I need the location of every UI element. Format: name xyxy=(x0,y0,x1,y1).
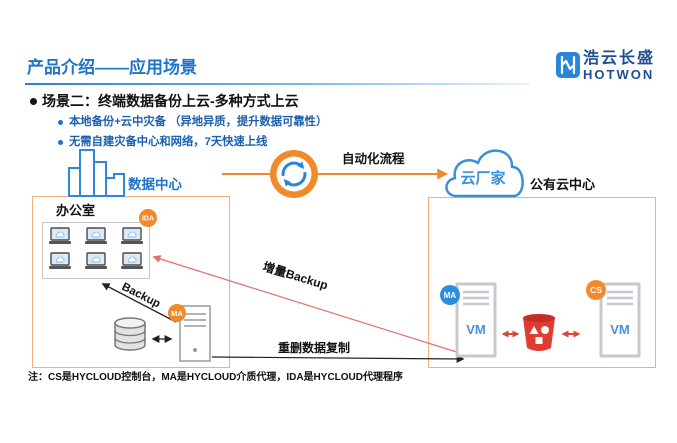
bullet-dot xyxy=(58,140,63,145)
public-cloud-label: 公有云中心 xyxy=(530,177,596,192)
office-ma-badge: MA xyxy=(168,304,186,322)
scenario-point: 无需自建灾备中心和网络，7天快速上线 xyxy=(69,136,268,148)
automation-flow-label: 自动化流程 xyxy=(342,152,405,166)
logo-name-cn: 浩云长盛 xyxy=(583,50,656,67)
office-box xyxy=(32,196,230,368)
title-divider xyxy=(25,83,530,85)
incremental-backup-label: 增量Backup xyxy=(261,259,330,293)
public-cloud-box xyxy=(428,197,656,368)
computer-icon xyxy=(120,252,144,270)
logo-name-en: HOTWON xyxy=(583,67,655,82)
cloud-icon: 云厂家 xyxy=(445,149,524,198)
building-icon xyxy=(68,149,125,197)
computer-icon xyxy=(48,252,72,270)
vm-left-label: VM xyxy=(466,322,486,337)
scenario-point: 本地备份+云中灾备 （异地异质，提升数据可靠性） xyxy=(69,116,328,128)
computer-icon xyxy=(84,227,108,245)
computer-icon xyxy=(84,252,108,270)
cs-badge-label: CS xyxy=(590,285,602,295)
cloud-vendor-label: 云厂家 xyxy=(460,169,505,187)
vm-server-icon: VM xyxy=(599,282,641,358)
backup-arrow xyxy=(101,283,177,323)
bucket-icon xyxy=(523,314,555,351)
sync-icon xyxy=(270,150,318,198)
office-label: 办公室 xyxy=(56,203,96,218)
bullet-dot xyxy=(30,98,37,105)
ida-badge: IDA xyxy=(139,209,157,227)
hotwon-logo-icon xyxy=(556,52,580,78)
computer-icon xyxy=(120,227,144,245)
footnote: 注：CS是HYCLOUD控制台，MA是HYCLOUD介质代理，IDA是HYCLO… xyxy=(28,372,403,383)
cs-badge: CS xyxy=(586,280,606,300)
ida-badge-label: IDA xyxy=(142,216,154,223)
office-ma-badge-label: MA xyxy=(171,309,183,318)
cloud-ma-badge: MA xyxy=(440,285,460,305)
incremental-backup-arrow xyxy=(152,255,467,356)
database-icon xyxy=(114,317,146,351)
scenario-heading: 场景二：终端数据备份上云-多种方式上云 xyxy=(42,93,299,109)
bullet-dot xyxy=(58,120,63,125)
cloud-ma-badge-label: MA xyxy=(444,291,457,300)
vm-server-icon: VM xyxy=(455,282,497,358)
data-center-label: 数据中心 xyxy=(128,177,182,192)
computer-icon xyxy=(48,227,72,245)
dedupe-replication-label: 重删数据复制 xyxy=(278,341,351,355)
vm-right-label: VM xyxy=(610,322,630,337)
dedupe-replication-arrow xyxy=(211,354,465,363)
page-title: 产品介绍——应用场景 xyxy=(27,58,197,77)
